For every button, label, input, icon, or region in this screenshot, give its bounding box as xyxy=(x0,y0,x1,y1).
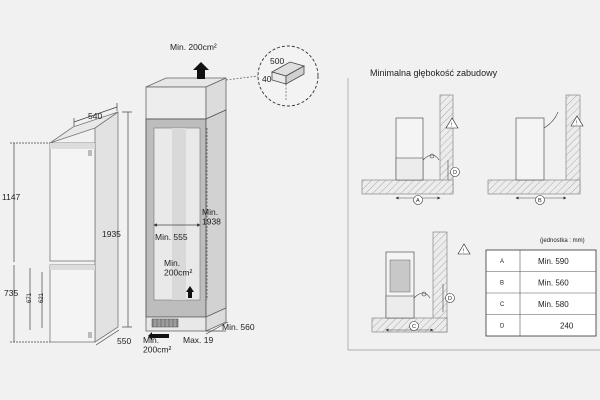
table-row-d-key: D xyxy=(500,324,505,330)
detail-height-label: 40 xyxy=(262,74,272,84)
depth-label: 550 xyxy=(117,336,131,346)
inner-b-label: 621 xyxy=(39,292,45,303)
marker-c-circle xyxy=(409,321,419,331)
vent-bottom-label: Min.200cm² xyxy=(143,335,172,354)
table-row-b-key: B xyxy=(500,281,504,287)
svg-text:!: ! xyxy=(576,121,578,127)
table-row-c-value: Min. 580 xyxy=(538,300,569,309)
marker-a-circle xyxy=(413,195,423,205)
table-row-a-value: Min. 590 xyxy=(538,257,569,266)
cabinet-dimensions xyxy=(153,128,229,335)
install-diagram-c: ! xyxy=(371,231,471,333)
marker-d1-circle xyxy=(450,167,460,177)
detail-width-label: 500 xyxy=(270,56,284,66)
vent-mid-arrow-icon xyxy=(186,286,194,298)
marker-a-label: A xyxy=(416,198,420,204)
fridge-dimensions xyxy=(10,103,132,346)
marker-d1-label: D xyxy=(453,170,457,176)
inner-height-label: Min.1938 xyxy=(202,207,221,226)
unit-note: (jednostka : mm) xyxy=(540,238,585,244)
marker-b-circle xyxy=(535,195,545,205)
vent-bottom-arrow-icon xyxy=(148,332,169,340)
height-overall-label: 1935 xyxy=(102,229,121,239)
marker-d2-circle xyxy=(445,293,455,303)
height-upper-label: 1147 xyxy=(2,192,21,202)
detail-block xyxy=(270,61,306,100)
height-lower-label: 735 xyxy=(4,288,18,298)
svg-text:!: ! xyxy=(463,249,465,255)
svg-text:!: ! xyxy=(451,123,453,129)
fridge-appliance xyxy=(49,111,119,343)
inner-a-label: 671 xyxy=(27,292,33,303)
table-row-d-value: 240 xyxy=(560,322,574,331)
marker-c-label: C xyxy=(412,324,416,330)
max-gap-label: Max. 19 xyxy=(183,335,214,345)
vent-mid-label: Min.200cm² xyxy=(164,258,193,277)
inner-width-label: Min. 555 xyxy=(155,232,188,242)
marker-d2-label: D xyxy=(448,296,452,302)
detail-leader xyxy=(225,75,259,81)
table-row-c-key: C xyxy=(500,302,505,308)
install-diagram-b: ! xyxy=(487,94,584,200)
depth-table xyxy=(485,249,597,337)
width-label: 540 xyxy=(88,111,102,121)
cabinet-depth-label: Min. 560 xyxy=(222,322,255,332)
vent-up-arrow-icon xyxy=(193,62,209,79)
marker-b-label: B xyxy=(538,198,542,204)
right-panel-title: Minimalna głębokość zabudowy xyxy=(370,68,498,78)
install-diagram-a: ! xyxy=(361,94,459,200)
cabinet xyxy=(145,77,227,332)
table-row-b-value: Min. 560 xyxy=(538,279,569,288)
table-row-a-key: A xyxy=(500,259,504,265)
vent-top-label: Min. 200cm² xyxy=(170,42,217,52)
